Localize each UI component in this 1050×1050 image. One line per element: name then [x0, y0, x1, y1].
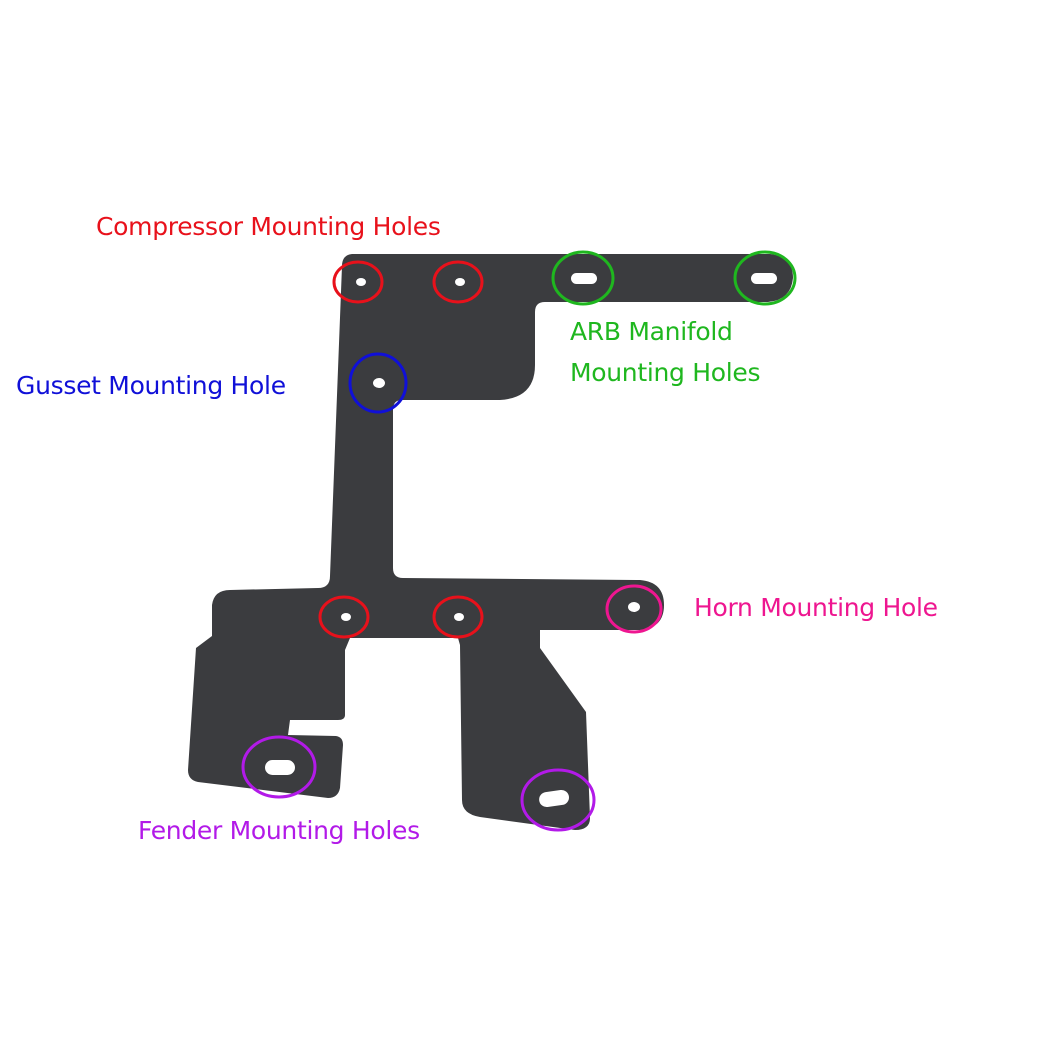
compressor-hole: [454, 613, 464, 621]
fender-slot-hole: [265, 760, 295, 775]
compressor-hole: [341, 613, 351, 621]
fender-label: Fender Mounting Holes: [138, 816, 420, 845]
fender-slot-hole: [539, 789, 569, 808]
gusset-hole: [373, 378, 385, 388]
compressor-hole: [455, 278, 465, 286]
horn-callout-circle: [605, 584, 663, 634]
fender-callout-circle: [241, 735, 317, 799]
arb-manifold-label-line2: Mounting Holes: [570, 358, 761, 387]
fender-callout-circle: [520, 768, 596, 832]
compressor-callout-circle: [332, 260, 384, 304]
compressor-callout-circle: [432, 260, 484, 304]
arb-slot-hole: [751, 273, 777, 284]
gusset-label: Gusset Mounting Hole: [16, 371, 286, 400]
gusset-callout-circle: [348, 352, 408, 414]
mounting-bracket: [188, 254, 793, 830]
compressor-callout-circle: [318, 595, 370, 639]
compressor-label: Compressor Mounting Holes: [96, 212, 441, 241]
arb-slot-hole: [571, 273, 597, 284]
compressor-hole: [356, 278, 366, 286]
callout-circles: [241, 250, 797, 832]
compressor-callout-circle: [432, 595, 484, 639]
horn-label: Horn Mounting Hole: [694, 593, 938, 622]
arb-callout-circle: [733, 250, 797, 306]
arb-callout-circle: [551, 250, 615, 306]
holes: [265, 273, 777, 808]
arb-manifold-label-line1: ARB Manifold: [570, 317, 733, 346]
horn-hole: [628, 602, 640, 612]
